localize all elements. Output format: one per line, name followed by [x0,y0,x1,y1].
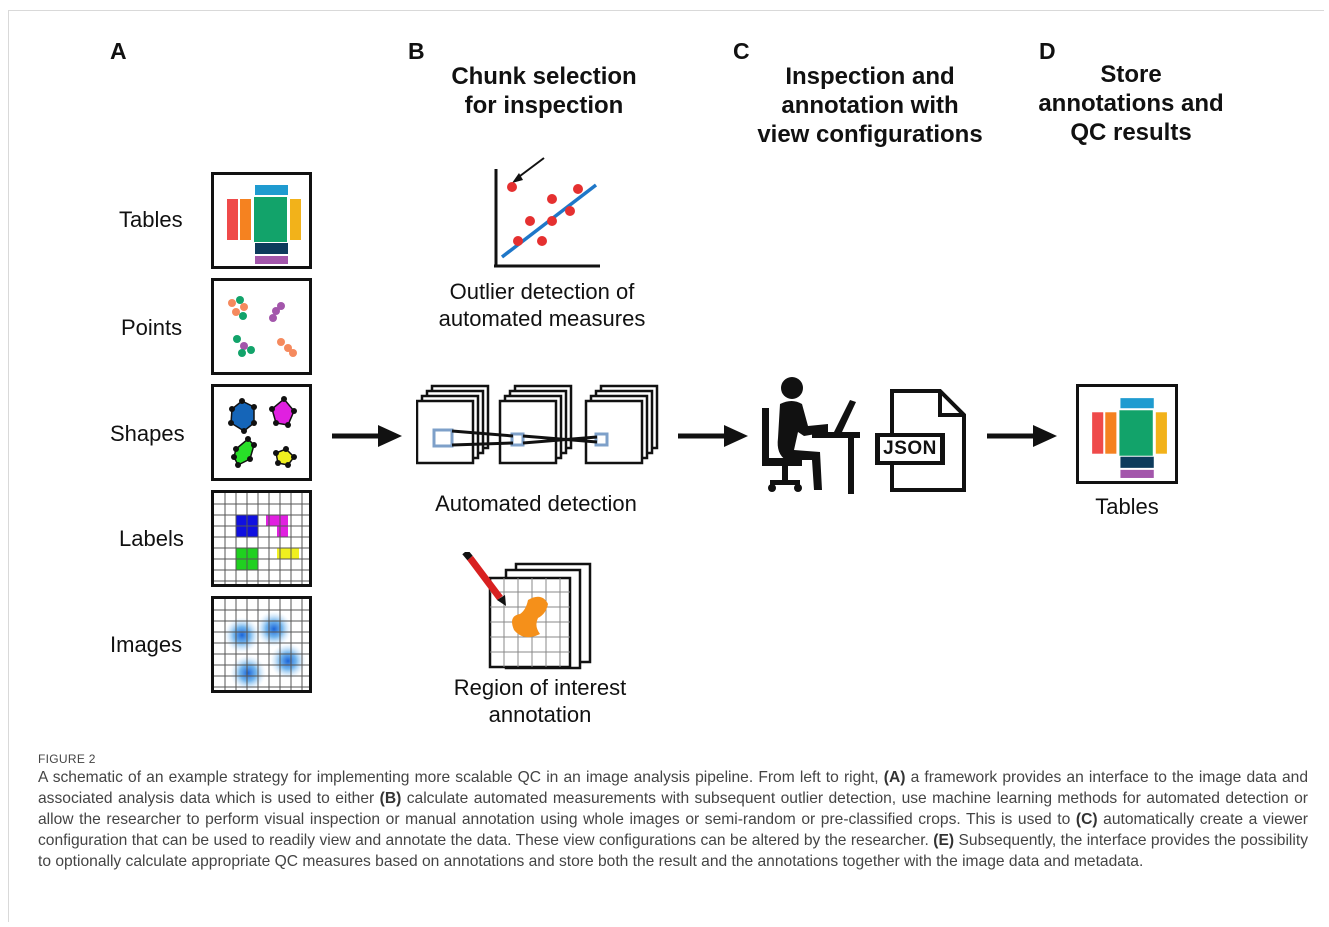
row-label-points: Points [121,315,183,340]
caption-text: a framework provides an interface to the… [38,769,1308,807]
automated-detection-icon [416,384,659,465]
panel-letter-b: B [408,38,425,64]
roi-caption: Region of interest annotation [420,674,660,728]
points-icon [228,296,297,357]
panel-d-heading-line: annotations and [1038,90,1224,117]
shapes-icon [228,396,297,468]
tables-icon [227,185,301,264]
panel-c-heading-line: Inspection and [785,63,955,90]
row-label-tables: Tables [119,207,183,232]
caption-text: calculate automated measurements with su… [38,790,1308,828]
caption-panel-ref: (C) [1075,811,1098,828]
outlier-caption-line: Outlier detection of [449,279,635,304]
figure-label: FIGURE 2 [38,752,96,766]
arrow-c-to-d [987,425,1057,447]
row-label-shapes: Shapes [110,421,185,446]
row-label-images: Images [110,632,183,657]
panel-c-heading-line: annotation with [781,92,959,119]
arrow-a-to-b [332,425,402,447]
json-file-icon [875,389,966,492]
output-tables-icon [1092,398,1167,478]
panel-c-heading: Inspection and annotation with view conf… [735,62,1005,149]
panel-d-heading: Store annotations and QC results [1026,60,1236,147]
roi-caption-line: Region of interest [453,675,627,700]
caption-text: automatically create a viewer configurat… [38,811,1308,849]
images-tile [211,596,312,693]
roi-annotation-icon [462,552,592,670]
outlier-scatter-icon [494,157,600,268]
panel-c-heading-line: view configurations [757,121,983,148]
json-label: JSON [883,438,937,459]
caption-panel-ref: (B) [379,790,402,807]
figure-frame-top [8,10,1324,11]
outlier-caption: Outlier detection of automated measures [420,278,664,332]
output-tables-label: Tables [1095,494,1159,519]
roi-caption-line: annotation [488,702,592,727]
outlier-caption-line: automated measures [438,306,646,331]
labels-grid-icon [214,493,309,584]
automated-detection-caption: Automated detection [435,491,637,516]
panel-b-heading-line: Chunk selection [451,63,637,90]
caption-panel-ref: (A) [883,769,906,786]
caption-panel-ref: (E) [933,832,955,849]
points-tile [211,278,312,375]
figure-frame-left [8,10,9,922]
caption-text: Subsequently, the interface provides the… [38,832,1308,870]
panel-b-heading: Chunk selection for inspection [424,62,664,120]
caption-text: A schematic of an example strategy for i… [38,769,884,786]
labels-tile [211,490,312,587]
arrow-b-to-c [678,425,748,447]
panel-b-heading-line: for inspection [464,92,624,119]
output-tables-tile [1076,384,1178,484]
panel-d-heading-line: Store [1100,61,1162,88]
researcher-at-laptop-icon [762,377,860,494]
panel-letter-d: D [1039,38,1056,64]
tables-tile [211,172,312,269]
row-label-labels: Labels [119,526,184,551]
images-grid-icon [214,599,309,690]
panel-d-heading-line: QC results [1070,119,1192,146]
shapes-tile [211,384,312,481]
panel-letter-a: A [110,38,127,64]
figure-caption: A schematic of an example strategy for i… [38,767,1308,872]
panel-letter-c: C [733,38,750,64]
